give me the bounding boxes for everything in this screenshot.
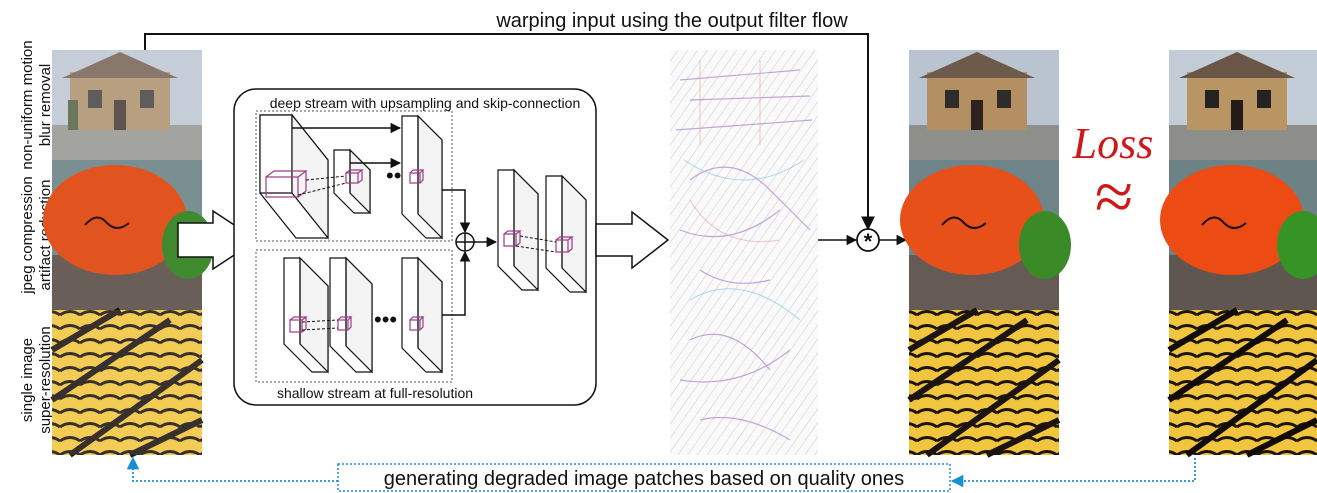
- deep-layer-1-front: [259, 114, 293, 194]
- row-label-sr: single image super-resolution: [19, 326, 54, 434]
- row-label-sr-line2: super-resolution: [37, 326, 54, 434]
- loss-label: Loss: [1072, 119, 1154, 168]
- shallow-stream-box: [255, 249, 453, 383]
- feedback-arrow-right: [950, 458, 1196, 488]
- deep-dashed-links: [297, 175, 347, 196]
- bottom-caption-box: [337, 463, 951, 492]
- deep-stream-box: [255, 110, 453, 242]
- row-label-sr-line1: single image: [19, 338, 36, 422]
- deep-cubes: [265, 169, 425, 198]
- row-label-blur: non-uniform motion blur removal: [19, 40, 54, 169]
- approx-symbol: ≈: [1094, 159, 1132, 236]
- shallow-layers: [283, 256, 443, 374]
- bottom-caption: generating degraded image patches based …: [384, 468, 904, 490]
- output-images: [900, 50, 1071, 458]
- deep-to-merge: [442, 189, 471, 234]
- shallow-ellipsis: •••: [374, 307, 397, 332]
- row-label-blur-line2: blur removal: [37, 64, 54, 147]
- top-caption: warping input using the output filter fl…: [495, 10, 848, 32]
- shallow-stream-label: shallow stream at full-resolution: [277, 385, 473, 401]
- row-label-blur-line1: non-uniform motion: [19, 40, 36, 169]
- feedback-arrow-left: [126, 456, 338, 482]
- convolution-operator-icon: *: [856, 228, 880, 254]
- butterfly-image: [50, 307, 204, 458]
- shallow-cubes: [289, 316, 425, 333]
- shallow-dashed-links: [301, 319, 339, 331]
- head-cubes: [503, 230, 574, 253]
- ground-truth-images: [1160, 50, 1317, 458]
- operator-symbol: *: [864, 229, 873, 254]
- shallow-to-merge: [442, 250, 471, 316]
- merge-plus-icon: [455, 232, 475, 252]
- input-degraded-images: [43, 50, 214, 458]
- output-arrow: [595, 210, 670, 270]
- deep-stream-label: deep stream with upsampling and skip-con…: [270, 95, 581, 111]
- row-label-jpeg-line1: jpeg compression: [19, 176, 36, 295]
- head-dashed-links: [515, 235, 557, 253]
- filter-flow-images: [670, 50, 818, 455]
- warping-arrow: [144, 33, 875, 231]
- house-image: [52, 50, 202, 160]
